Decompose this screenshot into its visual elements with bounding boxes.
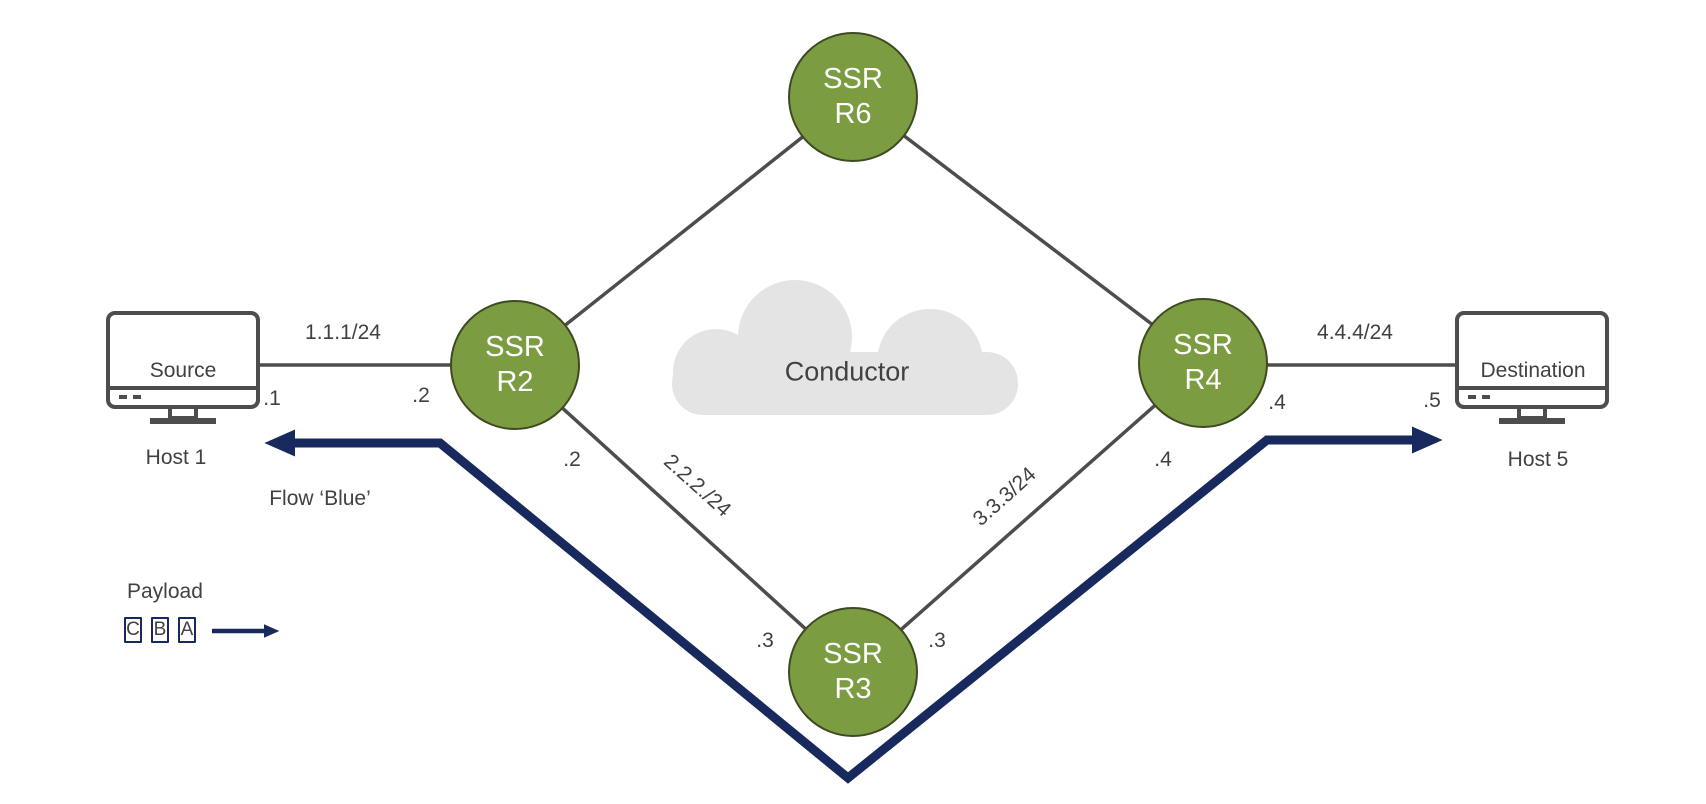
source-monitor-icon [106, 311, 260, 424]
source-host-label: Source [149, 359, 217, 382]
if-label-r2-west: .2 [412, 384, 430, 407]
router-r2-label-line1: SSR [485, 331, 545, 363]
payload-label: Payload [127, 580, 203, 603]
destination-monitor-icon [1455, 311, 1609, 424]
if-label-r3-west: .3 [756, 629, 774, 652]
link-r6-r4 [851, 95, 1205, 365]
subnet-label-1-1-1: 1.1.1/24 [305, 321, 381, 344]
if-label-r2-south: .2 [563, 448, 581, 471]
if-label-r4-south: .4 [1154, 448, 1172, 471]
payload-packet-b: B [151, 617, 169, 643]
subnet-label-4-4-4: 4.4.4/24 [1317, 321, 1393, 344]
if-label-r4-east: .4 [1268, 391, 1286, 414]
router-node-r4: SSR R4 [1138, 298, 1268, 428]
destination-host-label: Destination [1480, 359, 1586, 382]
link-r3-r4 [851, 361, 1205, 674]
if-label-r3-east: .3 [928, 629, 946, 652]
flow-blue-label: Flow ‘Blue’ [269, 487, 371, 510]
payload-packet-a: A [178, 617, 196, 643]
conductor-label: Conductor [784, 356, 910, 387]
router-r3-label-line2: R3 [834, 673, 872, 705]
router-r4-label-line2: R4 [1184, 364, 1222, 396]
payload-packet-c: C [124, 617, 142, 643]
host5-caption: Host 5 [1507, 448, 1569, 471]
host1-caption: Host 1 [145, 446, 207, 469]
conductor-cloud [672, 280, 1018, 415]
link-r2-r3 [513, 363, 855, 674]
router-r2-label-line2: R2 [496, 366, 534, 398]
link-r2-r6 [513, 95, 855, 367]
router-r3-label-line1: SSR [823, 638, 883, 670]
router-r6-label-line1: SSR [823, 63, 883, 95]
router-node-r2: SSR R2 [450, 300, 580, 430]
payload-packets: C B A [124, 617, 196, 643]
router-r6-label-line2: R6 [834, 98, 872, 130]
router-node-r3: SSR R3 [788, 607, 918, 737]
if-label-host1: .1 [263, 387, 281, 410]
flow-blue-path [264, 426, 1443, 784]
if-label-host5: .5 [1423, 389, 1441, 412]
router-r4-label-line1: SSR [1173, 329, 1233, 361]
router-node-r6: SSR R6 [788, 32, 918, 162]
